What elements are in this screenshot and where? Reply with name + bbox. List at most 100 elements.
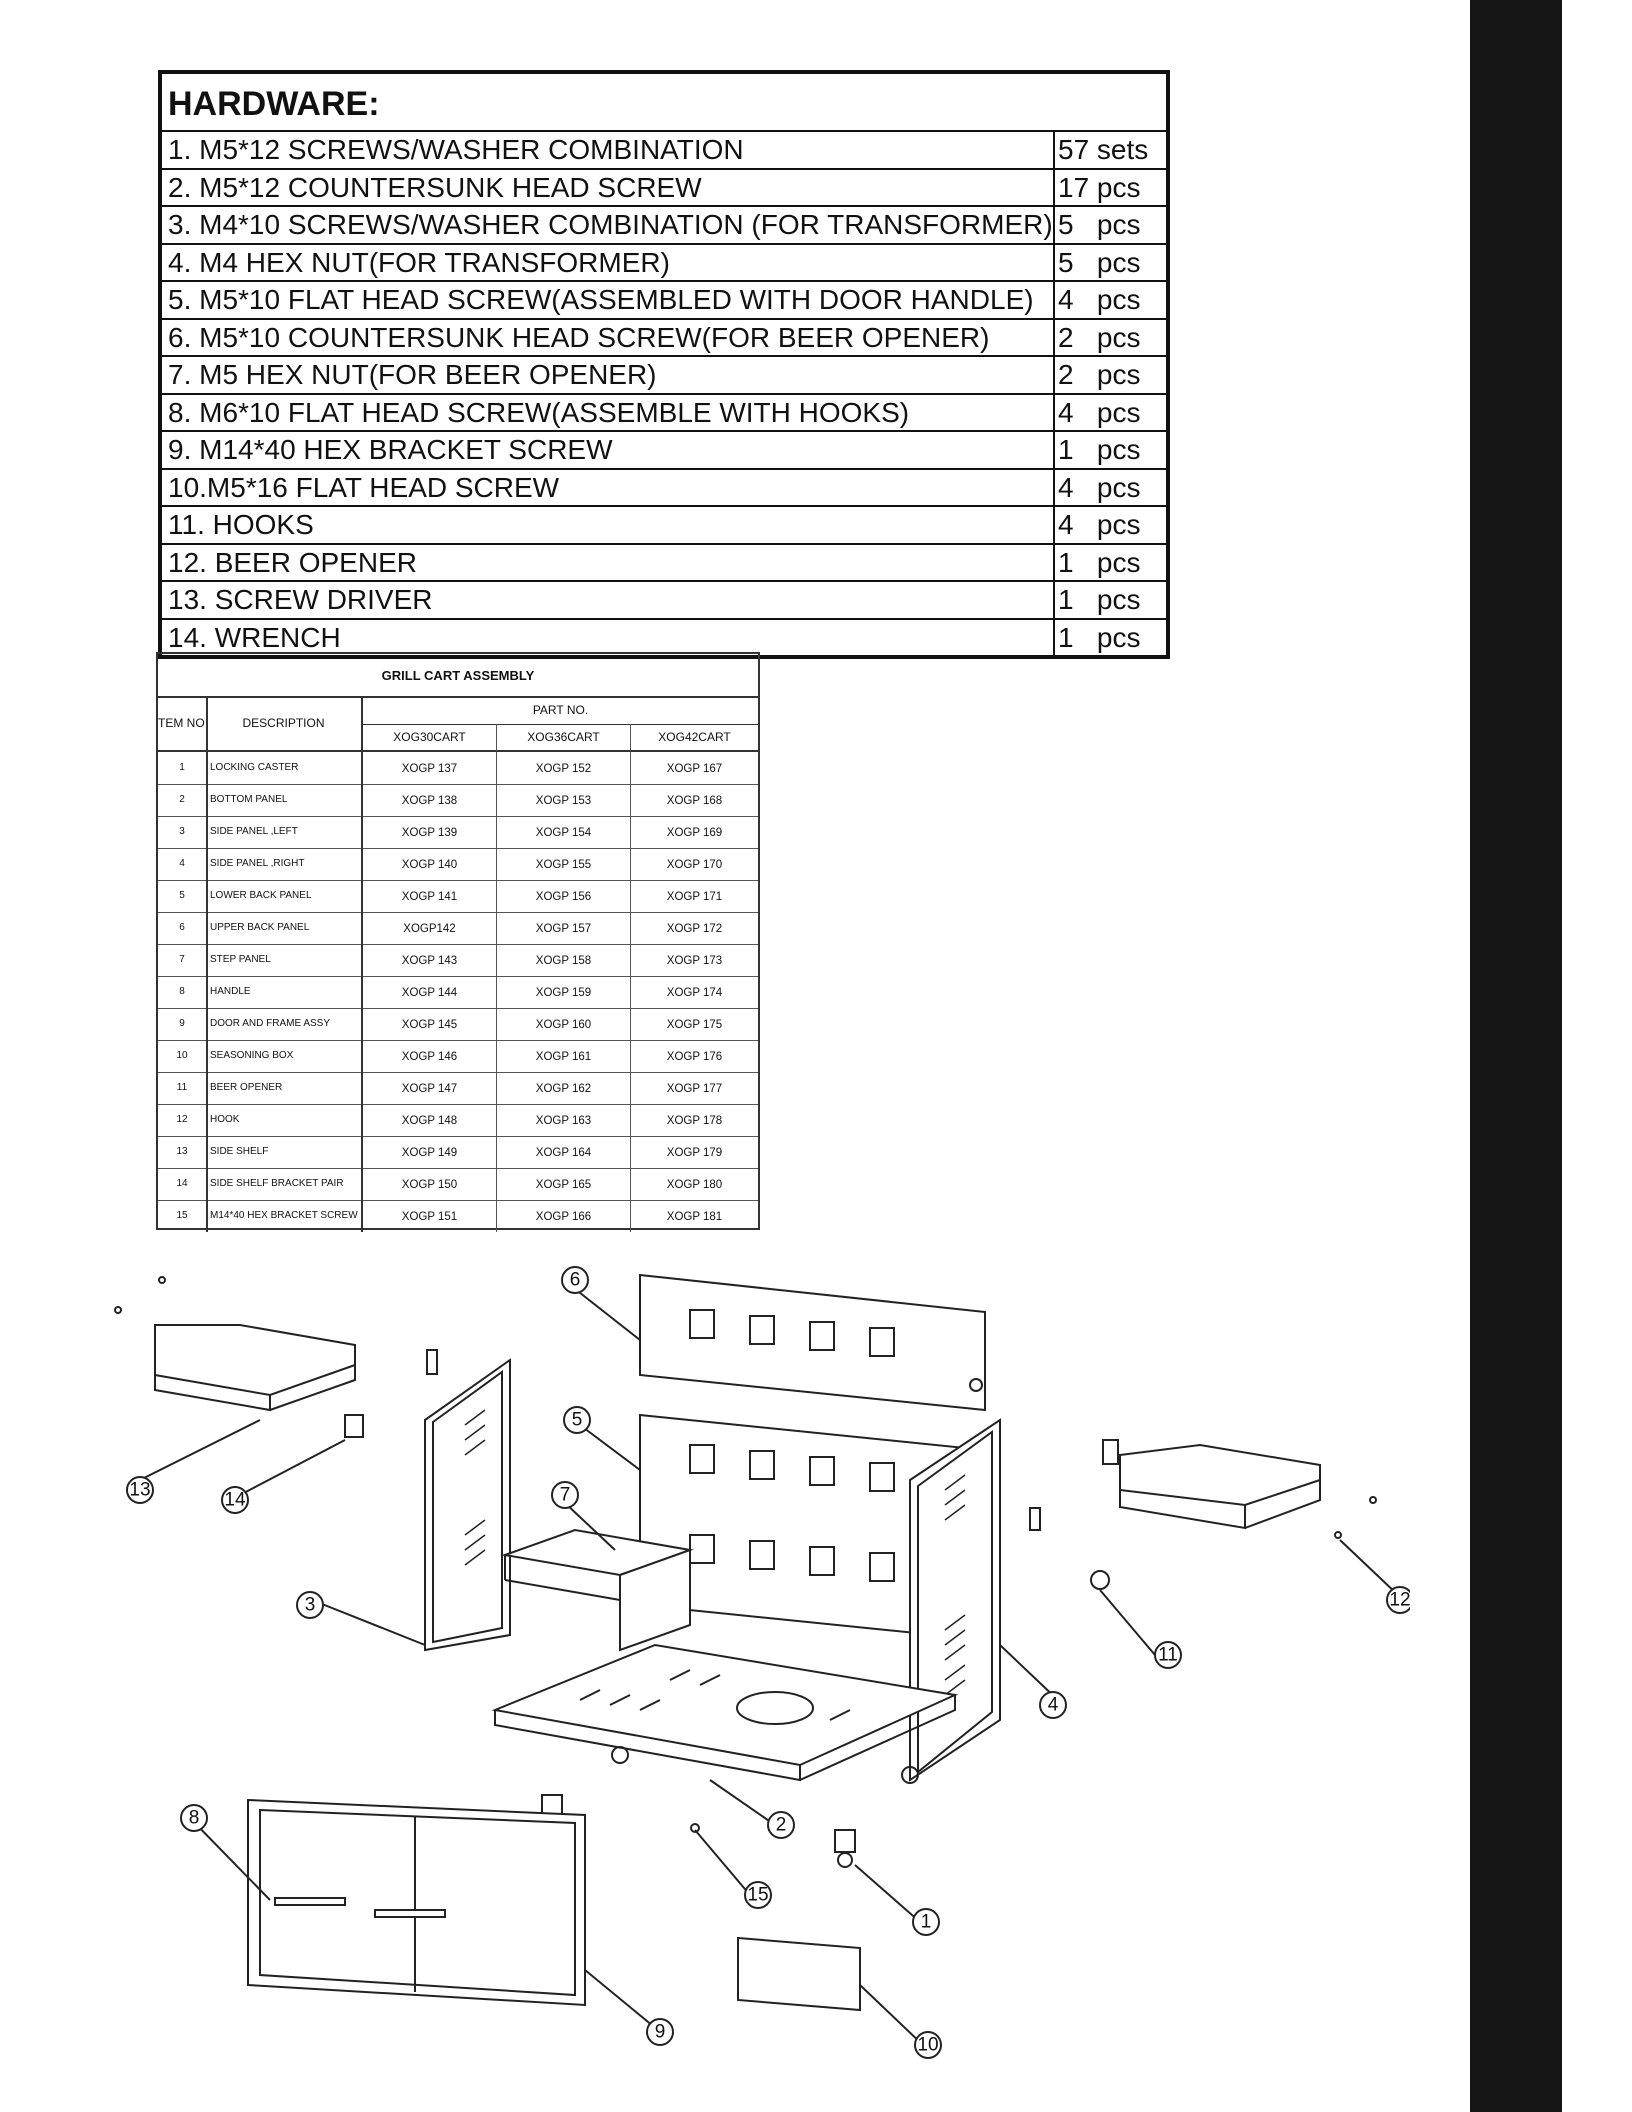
hardware-item-description: 9. M14*40 HEX BRACKET SCREW bbox=[162, 432, 1055, 468]
hardware-item-quantity: 1 pcs bbox=[1058, 546, 1141, 578]
part-no-36: XOGP 161 bbox=[497, 1040, 631, 1072]
part-no-30: XOGP 151 bbox=[363, 1200, 497, 1232]
part-description: BOTTOM PANEL bbox=[208, 784, 363, 816]
hardware-table: HARDWARE: 1. M5*12 SCREWS/WASHER COMBINA… bbox=[158, 70, 1170, 659]
seasoning-box bbox=[737, 1936, 861, 2012]
hardware-item-description: 8. M6*10 FLAT HEAD SCREW(ASSEMBLE WITH H… bbox=[162, 394, 1055, 430]
part-no-42: XOGP 176 bbox=[666, 1051, 723, 1063]
callout-11: 11 bbox=[1158, 1645, 1178, 1666]
hardware-item-quantity: 4 pcs bbox=[1058, 396, 1141, 428]
part-description: HANDLE bbox=[208, 976, 363, 1008]
hardware-item-description: 1. M5*12 SCREWS/WASHER COMBINATION bbox=[162, 132, 1055, 168]
item-number: 7 bbox=[158, 944, 208, 976]
part-no-36: XOGP 155 bbox=[497, 848, 631, 880]
hardware-item-description: 6. M5*10 COUNTERSUNK HEAD SCREW(FOR BEER… bbox=[162, 319, 1055, 355]
item-number: 3 bbox=[158, 816, 208, 848]
part-no-30: XOGP 140 bbox=[363, 848, 497, 880]
part-no-42: XOGP 167 bbox=[666, 763, 723, 775]
part-description: LOCKING CASTER bbox=[208, 752, 363, 784]
hardware-row: 4. M4 HEX NUT(FOR TRANSFORMER)5 pcs bbox=[162, 244, 1166, 282]
hardware-item-description: 11. HOOKS bbox=[162, 507, 1055, 543]
part-no-30: XOGP 137 bbox=[363, 752, 497, 784]
part-no-30: XOGP 145 bbox=[363, 1008, 497, 1040]
part-no-30: XOGP 146 bbox=[363, 1040, 497, 1072]
part-no-30: XOGP 144 bbox=[363, 976, 497, 1008]
hardware-item-description: 14. WRENCH bbox=[162, 619, 1055, 655]
item-number: 15 bbox=[158, 1200, 208, 1232]
item-number: 9 bbox=[158, 1008, 208, 1040]
part-description: SIDE SHELF bbox=[208, 1136, 363, 1168]
item-number: 8 bbox=[158, 976, 208, 1008]
beer-opener-part bbox=[1090, 1570, 1110, 1590]
door-handle-right bbox=[374, 1909, 446, 1918]
part-no-36: XOGP 158 bbox=[497, 944, 631, 976]
part-no-42: XOGP 173 bbox=[666, 955, 723, 967]
item-number: 14 bbox=[158, 1168, 208, 1200]
callout-15: 15 bbox=[747, 1885, 768, 1906]
part-description: HOOK bbox=[208, 1104, 363, 1136]
hardware-item-quantity: 5 pcs bbox=[1058, 209, 1141, 240]
hardware-row: 8. M6*10 FLAT HEAD SCREW(ASSEMBLE WITH H… bbox=[162, 394, 1166, 432]
hardware-item-quantity: 2 pcs bbox=[1058, 359, 1141, 390]
part-description: M14*40 HEX BRACKET SCREW bbox=[208, 1200, 363, 1232]
parts-table-title: GRILL CART ASSEMBLY bbox=[158, 654, 758, 698]
hardware-item-quantity: 17 pcs bbox=[1058, 171, 1141, 203]
callout-1: 1 bbox=[921, 1912, 932, 1933]
part-no-36: XOGP 157 bbox=[497, 912, 631, 944]
item-number: 12 bbox=[158, 1104, 208, 1136]
hardware-item-quantity: 57 sets bbox=[1058, 134, 1149, 165]
part-no-30: XOGP 149 bbox=[363, 1136, 497, 1168]
part-no-42: XOGP 178 bbox=[666, 1115, 723, 1127]
callout-3: 3 bbox=[305, 1595, 316, 1616]
parts-table: GRILL CART ASSEMBLY TEM NO DESCRIPTION P… bbox=[156, 652, 760, 1232]
hardware-item-description: 5. M5*10 FLAT HEAD SCREW(ASSEMBLED WITH … bbox=[162, 282, 1055, 318]
side-panel-left bbox=[424, 1358, 511, 1652]
page-edge-bar bbox=[1470, 0, 1562, 2112]
part-no-42: XOGP 174 bbox=[666, 987, 723, 999]
hardware-item-description: 4. M4 HEX NUT(FOR TRANSFORMER) bbox=[162, 244, 1055, 280]
part-description: UPPER BACK PANEL bbox=[208, 912, 363, 944]
description-header: DESCRIPTION bbox=[206, 696, 363, 752]
upper-back-panel bbox=[639, 1273, 986, 1412]
callout-5: 5 bbox=[572, 1410, 583, 1431]
callout-7: 7 bbox=[560, 1485, 571, 1506]
bracket-small bbox=[426, 1349, 438, 1375]
part-no-42: XOGP 180 bbox=[666, 1179, 723, 1191]
hardware-item-quantity: 4 pcs bbox=[1058, 509, 1141, 540]
callout-2: 2 bbox=[776, 1815, 787, 1836]
part-no-36: XOGP 162 bbox=[497, 1072, 631, 1104]
part-description: BEER OPENER bbox=[208, 1072, 363, 1104]
item-number: 4 bbox=[158, 848, 208, 880]
part-no-36: XOGP 165 bbox=[497, 1168, 631, 1200]
part-no-30: XOGP 141 bbox=[363, 880, 497, 912]
hardware-item-description: 12. BEER OPENER bbox=[162, 544, 1055, 580]
item-number: 2 bbox=[158, 784, 208, 816]
callout-13: 13 bbox=[129, 1480, 150, 1501]
part-no-30: XOGP142 bbox=[363, 912, 497, 944]
callouts: 1 2 3 4 5 6 7 8 9 10 11 12 13 14 15 bbox=[126, 1266, 1410, 2059]
hex-bracket-screw-part bbox=[690, 1823, 700, 1833]
part-no-30: XOGP 138 bbox=[363, 784, 497, 816]
step-panel bbox=[501, 1528, 694, 1652]
hardware-row: 7. M5 HEX NUT(FOR BEER OPENER)2 pcs bbox=[162, 357, 1166, 395]
hardware-item-quantity: 5 pcs bbox=[1058, 246, 1141, 278]
part-no-36: XOGP 152 bbox=[497, 752, 631, 784]
hardware-item-description: 2. M5*12 COUNTERSUNK HEAD SCREW bbox=[162, 169, 1055, 205]
